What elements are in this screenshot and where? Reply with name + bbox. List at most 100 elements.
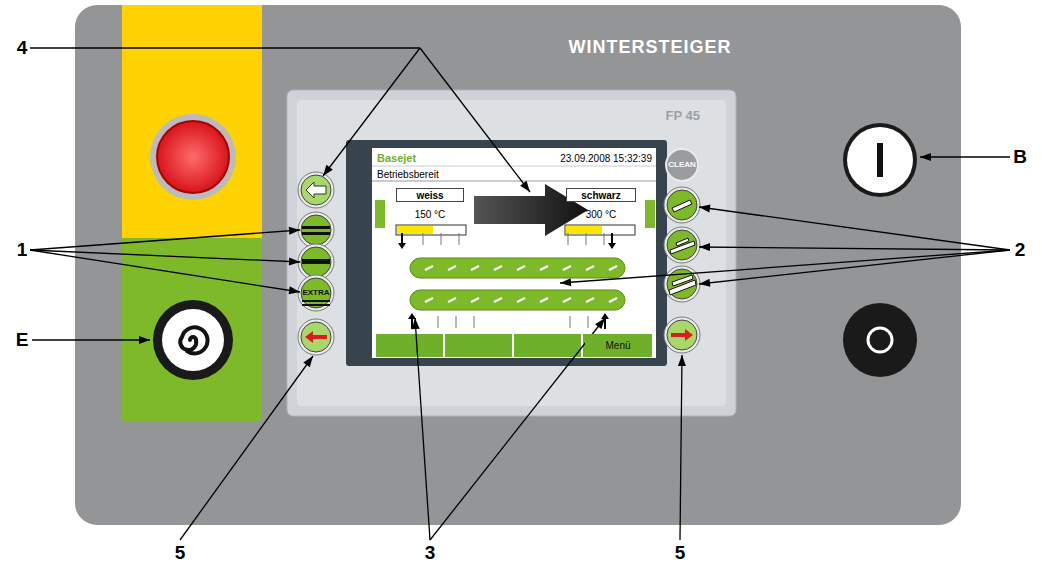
leader-line <box>430 318 605 540</box>
leader-line <box>323 48 420 176</box>
status-text: Betriebsbereit <box>377 169 439 180</box>
function-button <box>301 247 331 277</box>
softkey-segment <box>514 334 581 357</box>
temperature-fill <box>566 226 602 234</box>
tick <box>586 233 587 245</box>
softkey-segment <box>376 334 443 357</box>
function-button-ring <box>298 275 334 311</box>
stripe-icon <box>672 200 692 212</box>
e-button <box>162 309 224 371</box>
roller-stripe <box>586 266 594 270</box>
function-button-ring <box>664 227 700 263</box>
leader-arrowhead <box>699 279 710 287</box>
swirl-icon <box>180 327 207 353</box>
roller-stripe <box>425 266 433 270</box>
stripe-icon <box>676 238 689 246</box>
tick <box>459 233 460 245</box>
leader-line <box>699 247 1010 250</box>
arrow-button <box>301 322 331 352</box>
tick <box>438 316 439 328</box>
roller-stripe <box>494 298 502 302</box>
callout-number: B <box>1013 147 1027 168</box>
function-button-ring <box>298 212 334 248</box>
screen-rule <box>372 181 656 182</box>
leader-arrowhead <box>323 165 333 176</box>
callout-number: 4 <box>17 38 28 59</box>
clean-button: CLEAN <box>665 148 699 182</box>
on-button <box>847 127 913 193</box>
function-button <box>667 190 697 220</box>
tick <box>568 233 569 245</box>
yellow-band <box>122 5 262 238</box>
leader-line <box>30 47 420 48</box>
node-text: Menü <box>605 340 630 351</box>
arrow-button <box>667 320 697 350</box>
node-text: weiss <box>416 190 443 201</box>
roller-arrowhead <box>608 243 616 249</box>
callout-number: 1 <box>17 240 28 261</box>
stripe-icon <box>672 275 693 286</box>
node-text: EXTRA <box>302 289 329 298</box>
leader-line <box>415 318 430 540</box>
roller-stripe <box>609 298 617 302</box>
leader-arrowhead <box>595 318 605 329</box>
roller-stripe <box>425 298 433 302</box>
roller-stripe <box>540 266 548 270</box>
leader-line <box>699 250 1010 284</box>
leader-arrowhead <box>699 205 710 213</box>
model-name: FP 45 <box>666 109 700 123</box>
bar-icon <box>302 300 330 302</box>
stop-button <box>157 121 229 193</box>
mode-button <box>301 175 331 205</box>
roller <box>410 290 625 310</box>
roller-stripe <box>448 266 456 270</box>
leader-arrowhead <box>699 243 710 251</box>
roller-stripe <box>586 298 594 302</box>
leader-arrowhead <box>289 227 300 235</box>
red-arrow-icon <box>671 329 693 341</box>
temperature-value: 300 °C <box>586 209 617 220</box>
roller-stripe <box>540 298 548 302</box>
tick <box>456 316 457 328</box>
on-symbol <box>877 143 883 177</box>
extra-button: EXTRA <box>299 276 333 310</box>
tick <box>570 316 571 328</box>
leader-line <box>920 156 1010 157</box>
leader-line <box>560 250 1010 283</box>
softkey-segment <box>445 334 512 357</box>
roller-stripe <box>448 298 456 302</box>
node-text: CLEAN <box>668 161 696 170</box>
bar-icon <box>302 259 330 264</box>
tick <box>441 233 442 245</box>
panel-housing <box>75 5 961 525</box>
function-button <box>301 215 331 245</box>
leader-arrowhead <box>560 278 571 286</box>
callout-number: 5 <box>675 543 686 564</box>
screen-date: 23.09.2008 15:32:39 <box>560 153 652 164</box>
bar-icon <box>302 232 330 235</box>
indicator-bar <box>645 200 655 228</box>
green-band <box>122 238 262 421</box>
screen <box>372 148 656 358</box>
roller-stripe <box>471 298 479 302</box>
arrow-button-ring <box>664 317 700 353</box>
roller-stripe <box>517 298 525 302</box>
bar-icon <box>302 304 330 306</box>
display-bezel <box>287 90 736 416</box>
off-button <box>843 303 917 377</box>
leader-line <box>680 355 682 540</box>
roller-stripe <box>471 266 479 270</box>
brand-logo: WINTERSTEIGER <box>568 38 731 58</box>
off-symbol <box>868 328 892 352</box>
leader-line <box>30 250 300 292</box>
stop-button-ring <box>150 114 236 200</box>
red-arrow-icon <box>305 331 327 343</box>
tick <box>423 233 424 245</box>
mode-button-ring <box>298 172 334 208</box>
callout-number: E <box>16 330 29 351</box>
bar-icon <box>302 226 330 229</box>
screen-rule <box>372 166 656 167</box>
temperature-bar <box>396 225 466 235</box>
